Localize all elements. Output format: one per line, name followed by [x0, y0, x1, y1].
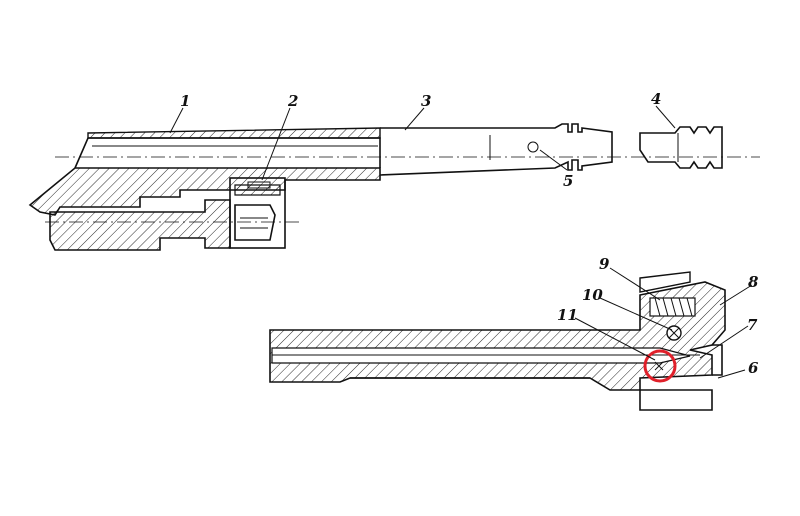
label-1: 1 — [180, 92, 190, 110]
piston-rod — [379, 123, 613, 176]
rod-hole — [527, 141, 539, 153]
highlight-circle — [643, 349, 677, 383]
lower-bolt-section — [269, 271, 726, 411]
label-9: 9 — [599, 255, 610, 273]
carrier-tube-wall — [87, 127, 381, 139]
label-10: 10 — [582, 286, 603, 304]
upper-bolt-carrier — [28, 123, 760, 251]
label-7: 7 — [747, 316, 758, 334]
carrier-tube — [74, 137, 381, 169]
bolt-head — [229, 177, 286, 249]
label-4: 4 — [651, 90, 661, 108]
carrier-lower-hatched — [49, 199, 231, 251]
extractor-spring — [649, 297, 696, 317]
label-6: 6 — [748, 359, 759, 377]
label-3: 3 — [421, 92, 431, 110]
label-8: 8 — [748, 273, 759, 291]
label-2: 2 — [287, 92, 298, 110]
label-5: 5 — [563, 172, 573, 190]
separate-extension-part — [639, 126, 723, 169]
label-11: 11 — [557, 306, 578, 324]
